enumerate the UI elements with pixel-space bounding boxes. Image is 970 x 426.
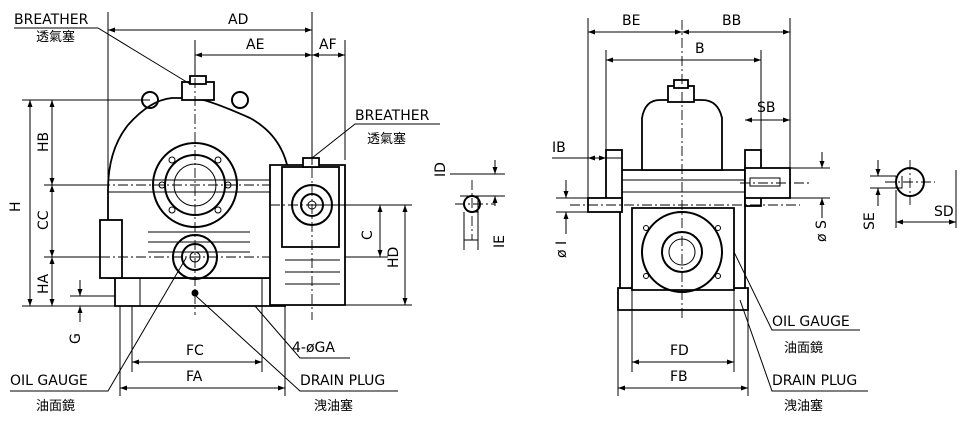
dim-FA-label: FA: [186, 369, 203, 385]
side-view: BE BB B SB IB ø I ø S FD FB OIL GAUGE 油面…: [552, 13, 868, 414]
dim-AE-label: AE: [246, 37, 264, 53]
dim-HD-label: HD: [386, 247, 402, 268]
lifting-eye-right: [231, 91, 249, 109]
dim-SD-label: SD: [934, 204, 954, 220]
dim-SB-label: SB: [757, 100, 776, 116]
front-view: AD AE AF BREATHER 透氣塞 H HB CC HA G FC FA: [8, 12, 440, 414]
dim-IE-label: IE: [492, 235, 508, 248]
output-key-detail: SE SD: [862, 160, 957, 230]
dim-AF-label: AF: [319, 37, 337, 53]
dim-G-label: G: [68, 333, 84, 344]
oil-gauge-label-front: OIL GAUGE: [10, 373, 88, 389]
dim-AD-label: AD: [228, 12, 248, 28]
dim-FC-label: FC: [186, 343, 204, 359]
front-left-cap: [99, 219, 123, 279]
dim-SE-label: SE: [862, 212, 878, 230]
oil-gauge-label-side-cn: 油面鏡: [784, 341, 823, 356]
oil-gauge-label-front-cn: 油面鏡: [36, 399, 75, 414]
drain-plug-label-front: DRAIN PLUG: [300, 373, 385, 389]
dim-CC-label: CC: [36, 210, 52, 230]
drain-plug-label-side: DRAIN PLUG: [772, 373, 857, 389]
drain-plug-label-front-cn: 洩油塞: [314, 398, 353, 414]
breather-label-left: BREATHER: [14, 12, 89, 28]
dim-S-label: ø S: [814, 220, 830, 242]
holes-label: 4-øGA: [292, 340, 335, 356]
oil-gauge-label-side: OIL GAUGE: [772, 314, 850, 330]
dim-BB-label: BB: [722, 13, 741, 29]
breather-label-left-cn: 透氣塞: [36, 29, 75, 45]
breather-label-right: BREATHER: [355, 108, 430, 124]
dim-FB-label: FB: [670, 369, 688, 385]
dim-C-label: C: [360, 230, 376, 240]
dim-IB-label: IB: [552, 140, 566, 156]
front-housing: [107, 97, 291, 279]
dim-HA-label: HA: [36, 273, 52, 294]
dim-I-label: ø I: [554, 241, 570, 258]
dim-B-label: B: [695, 41, 705, 57]
dim-BE-label: BE: [622, 13, 640, 29]
drain-plug-label-side-cn: 洩油塞: [784, 398, 823, 414]
dim-HB-label: HB: [36, 132, 52, 152]
dim-H-label: H: [8, 201, 24, 212]
input-key-detail: ID IE: [433, 160, 508, 250]
dim-ID-label: ID: [433, 162, 449, 177]
breather-label-right-cn: 透氣塞: [367, 131, 406, 147]
dim-FD-label: FD: [670, 343, 689, 359]
